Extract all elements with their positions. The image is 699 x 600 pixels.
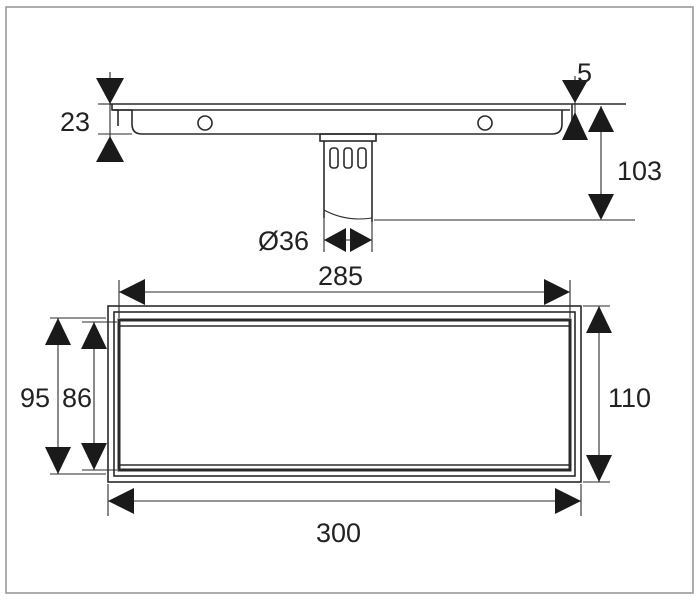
dim-36-arrow-left [324,228,346,252]
frame-outer [107,305,582,483]
dim-5-arrow-top [562,80,588,103]
dim-103-arrow-top [588,106,614,132]
dim-103-label: 103 [617,156,662,186]
dim-285-arrow-left [119,279,145,305]
dim-23-arrow-bottom [96,136,124,162]
dim-23-label: 23 [60,107,90,137]
dim-36-arrow-right [350,228,372,252]
side-hole-left [197,115,213,131]
outlet-slot-1 [329,147,339,169]
dim-95-arrow-top [45,318,71,345]
frame-outer-2 [113,311,576,477]
dim-285-arrow-right [544,279,570,305]
dim-5-label: 5 [577,58,592,88]
dim-86-label: 86 [62,383,92,413]
channel-body-outline [111,104,563,135]
top-view: 285 300 110 95 86 [20,261,651,548]
dim-5-arrow-bottom [562,112,588,140]
dim-86-arrow-top [81,322,107,349]
dim-285-label: 285 [318,261,363,291]
dim-86-arrow-bottom [81,443,107,470]
dim-110-arrow-top [586,306,612,333]
side-view: 23 5 103 Ø36 [60,58,662,256]
dim-300-label: 300 [316,518,361,548]
dim-300-arrow-left [108,488,134,514]
drawing-border [5,6,694,594]
dim-95-label: 95 [20,383,50,413]
outlet-flange [319,133,377,142]
dim-300-arrow-right [555,488,581,514]
outlet-slot-2 [343,147,353,169]
channel-left-end [112,109,119,126]
dim-110-arrow-bottom [586,455,612,482]
dim-110-label: 110 [608,383,651,413]
outlet-slot-3 [357,147,367,169]
dim-103-arrow-bottom [588,194,614,220]
dim-23-arrow-top [96,78,124,104]
outlet-curve [323,209,373,220]
dim-95-arrow-bottom [45,447,71,474]
side-hole-right [477,115,493,131]
dim-36-label: Ø36 [258,226,309,256]
frame-inner [117,318,572,472]
